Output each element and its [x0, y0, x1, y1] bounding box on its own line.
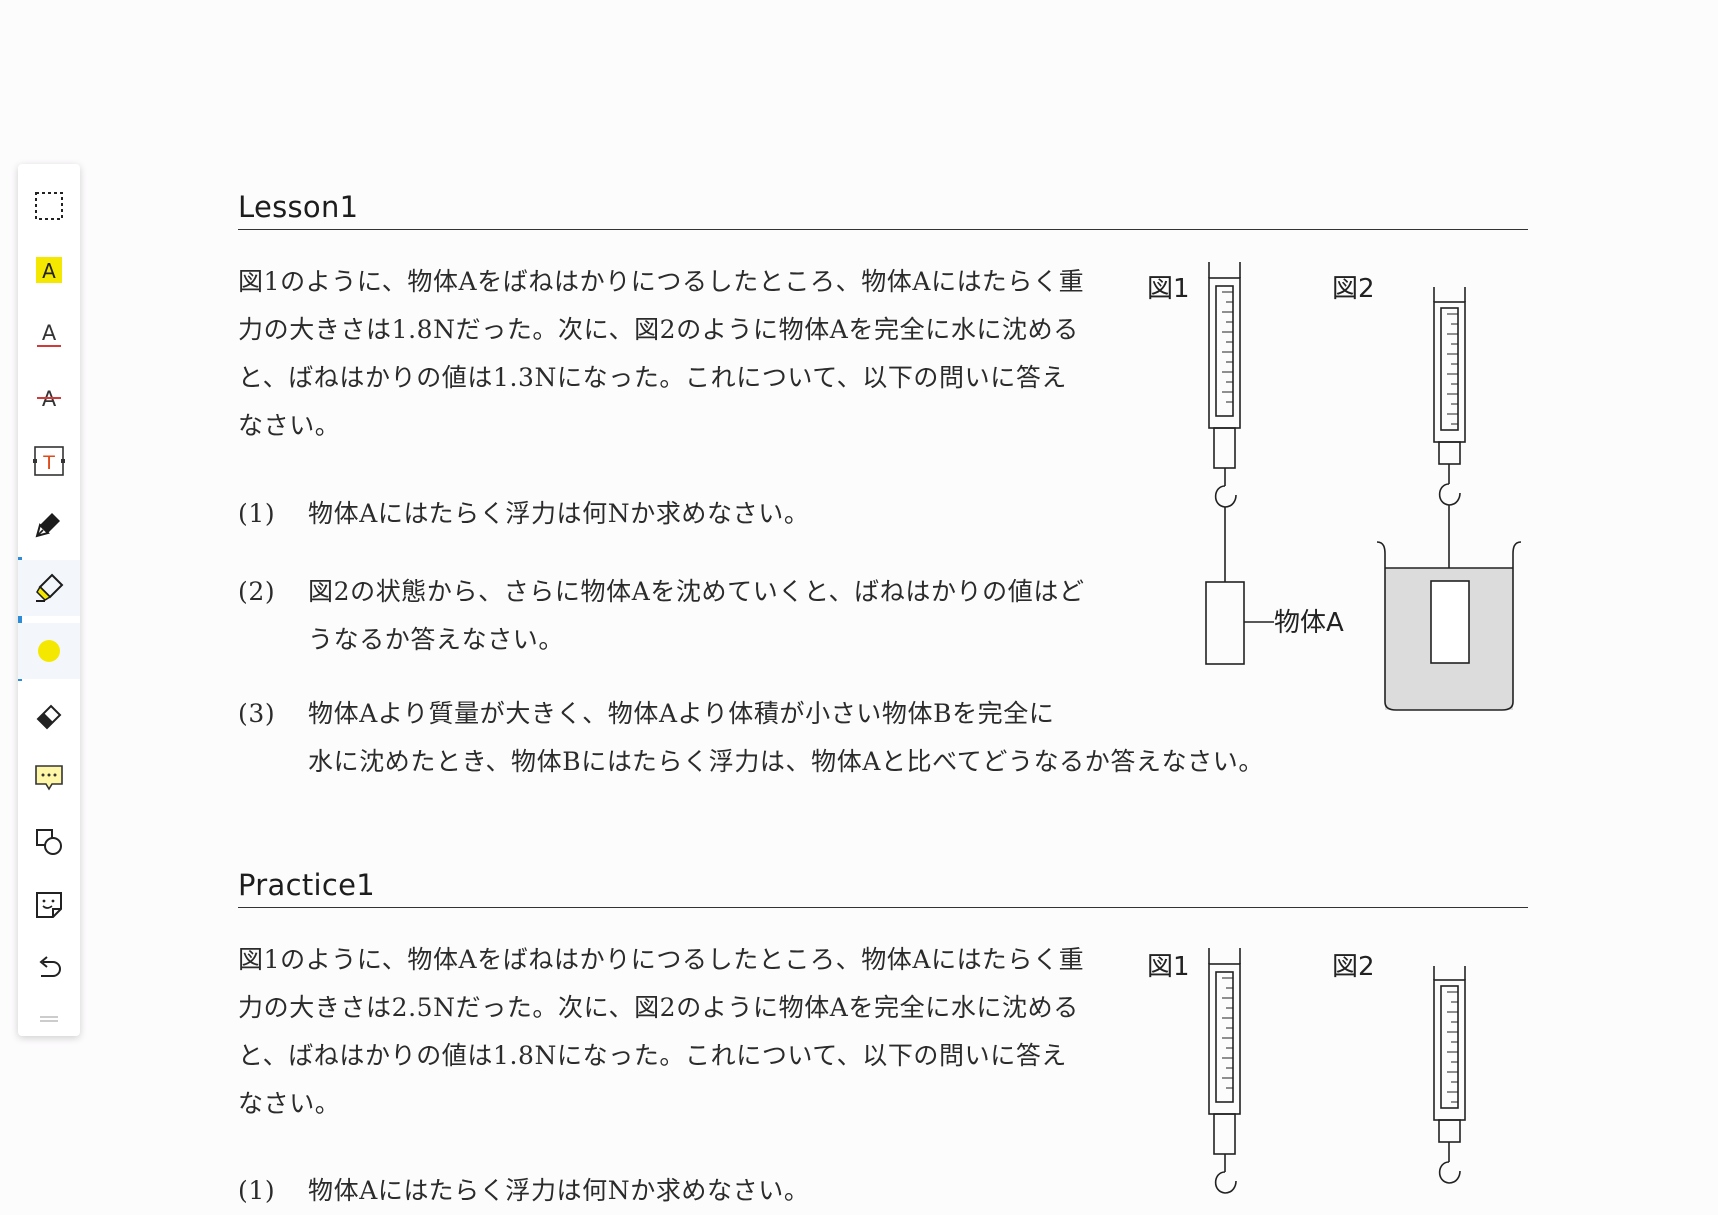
figure-2-label: 図2 [1332, 274, 1375, 304]
lesson-heading-rule [238, 229, 1528, 230]
toolbar-drag-handle[interactable] [40, 1016, 58, 1022]
question-text: うなるか答えなさい。 [308, 625, 565, 654]
text-underline-icon: A [37, 321, 61, 347]
question-number: (1) [238, 1176, 276, 1205]
question-number: (3) [238, 699, 276, 728]
highlighter-icon [36, 573, 64, 602]
spring-scale-diagram [1205, 262, 1522, 711]
practice-intro-line: なさい。 [238, 1089, 341, 1118]
question-number: (1) [238, 499, 276, 528]
shape-icon [36, 829, 62, 855]
lesson-intro-line: と、ばねはかりの値は1.3Nになった。これについて、以下の問いに答え [238, 363, 1068, 392]
eraser-tool-button[interactable] [18, 687, 80, 743]
question-text: 物体Aにはたらく浮力は何Nか求めなさい。 [308, 499, 810, 528]
figure-1-label: 図1 [1147, 952, 1190, 982]
practice-spring-scale-diagram [1208, 948, 1466, 1194]
figure-2-label: 図2 [1332, 952, 1375, 982]
svg-text:T: T [42, 452, 55, 474]
question-text: 物体Aにはたらく浮力は何Nか求めなさい。 [308, 1176, 810, 1205]
pen-tool-button[interactable] [18, 496, 80, 552]
active-tool-indicator [18, 557, 22, 681]
svg-text:A: A [42, 321, 57, 345]
highlight-color-button[interactable] [18, 623, 80, 679]
undo-icon [39, 956, 61, 977]
pen-icon [35, 513, 60, 538]
question-text: 水に沈めたとき、物体Bにはたらく浮力は、物体Aと比べてどうなるか答えなさい。 [308, 747, 1264, 776]
highlighter-tool-button[interactable] [18, 560, 80, 616]
highlight-text-tool-button[interactable]: A [18, 242, 80, 298]
lesson-intro-line: 図1のように、物体Aをばねはかりにつるしたところ、物体Aにはたらく重 [238, 267, 1085, 296]
practice-intro-line: と、ばねはかりの値は1.8Nになった。これについて、以下の問いに答え [238, 1041, 1068, 1070]
practice-heading: Practice1 [238, 868, 375, 902]
lesson-intro: 図1のように、物体Aをばねはかりにつるしたところ、物体Aにはたらく重 力の大きさ… [238, 258, 1118, 450]
underline-text-tool-button[interactable]: A [18, 306, 80, 362]
svg-text:A: A [42, 259, 56, 283]
question-text: 図2の状態から、さらに物体Aを沈めていくと、ばねはかりの値はど [308, 577, 1085, 606]
question-number: (2) [238, 577, 276, 606]
practice-intro-line: 力の大きさは2.5Nだった。次に、図2のように物体Aを完全に水に沈める [238, 993, 1079, 1022]
color-circle-icon [38, 640, 60, 662]
strikethrough-text-tool-button[interactable]: A [18, 369, 80, 425]
selection-rectangle-icon [35, 192, 63, 220]
question-text: 物体Aより質量が大きく、物体Aより体積が小さい物体Bを完全に [308, 699, 1055, 728]
annotation-toolbar: A A A T [18, 164, 80, 1036]
figure-1-label: 図1 [1147, 274, 1190, 304]
lesson-heading: Lesson1 [238, 190, 359, 224]
comment-icon [35, 765, 63, 791]
text-box-tool-button[interactable]: T [18, 433, 80, 489]
comment-tool-button[interactable] [18, 750, 80, 806]
practice-heading-rule [238, 907, 1528, 908]
lesson-figure: 図1 図2 物体A [1140, 262, 1530, 722]
object-a-label: 物体A [1274, 608, 1344, 638]
practice-figure: 図1 図2 [1140, 940, 1530, 1200]
practice-intro-line: 図1のように、物体Aをばねはかりにつるしたところ、物体Aにはたらく重 [238, 945, 1085, 974]
eraser-icon [36, 704, 62, 730]
undo-button[interactable] [18, 941, 80, 997]
sticker-icon [36, 892, 62, 918]
lesson-intro-line: なさい。 [238, 411, 341, 440]
practice-intro: 図1のように、物体Aをばねはかりにつるしたところ、物体Aにはたらく重 力の大きさ… [238, 936, 1118, 1128]
sticker-tool-button[interactable] [18, 877, 80, 933]
text-box-icon: T [33, 446, 65, 476]
lesson-intro-line: 力の大きさは1.8Nだった。次に、図2のように物体Aを完全に水に沈める [238, 315, 1079, 344]
select-tool-button[interactable] [18, 178, 80, 234]
text-strikethrough-icon: A [37, 387, 61, 411]
shape-tool-button[interactable] [18, 814, 80, 870]
text-highlight-icon: A [36, 257, 62, 283]
